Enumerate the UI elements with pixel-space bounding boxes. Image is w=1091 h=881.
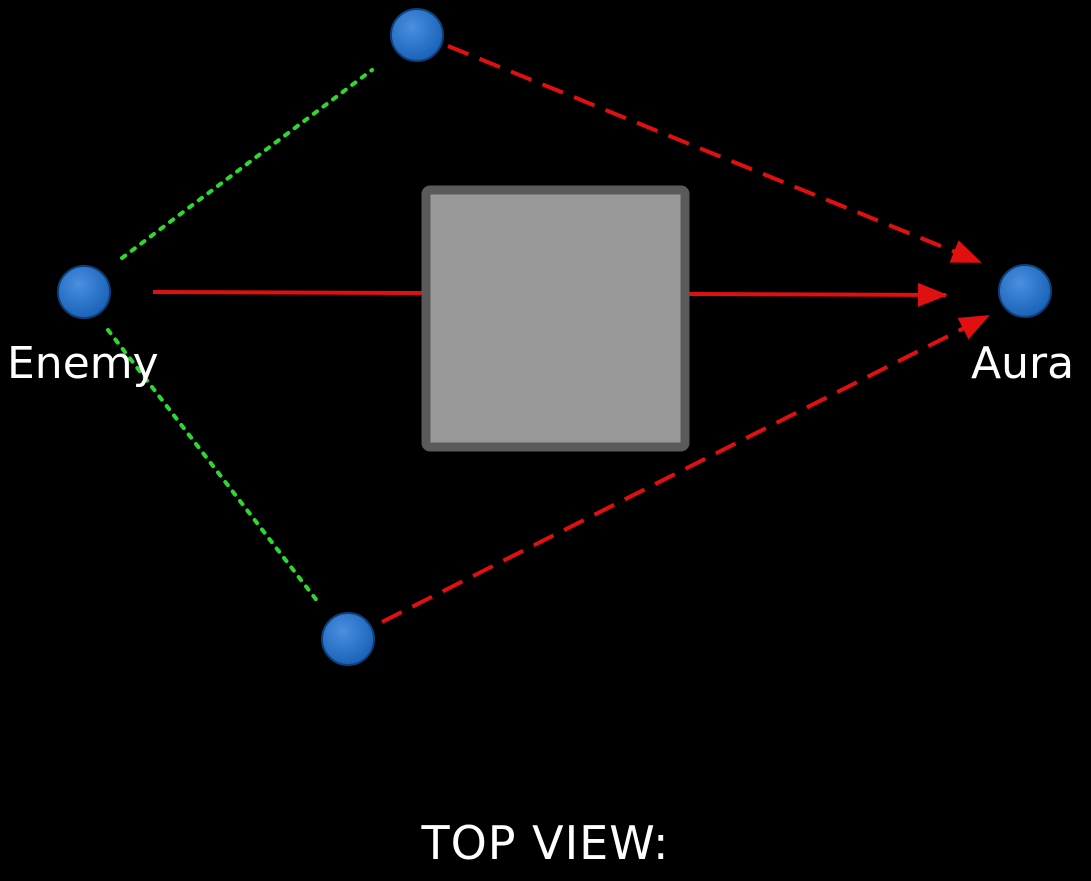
dashed-ray-top xyxy=(447,44,982,264)
dotted-path-top xyxy=(120,68,374,260)
top-node-icon xyxy=(390,8,444,62)
view-caption: TOP VIEW: xyxy=(421,816,670,870)
bottom-node-icon xyxy=(321,612,375,666)
obstacle-square-icon xyxy=(421,185,690,452)
aura-node-icon xyxy=(998,264,1052,318)
dotted-path-bottom xyxy=(106,328,320,604)
dashed-ray-bottom xyxy=(381,314,990,624)
enemy-label: Enemy xyxy=(7,338,159,389)
enemy-node-icon xyxy=(57,265,111,319)
direct-ray-right xyxy=(685,282,948,307)
direct-ray-left xyxy=(152,290,427,295)
aura-label: Aura xyxy=(971,338,1075,389)
